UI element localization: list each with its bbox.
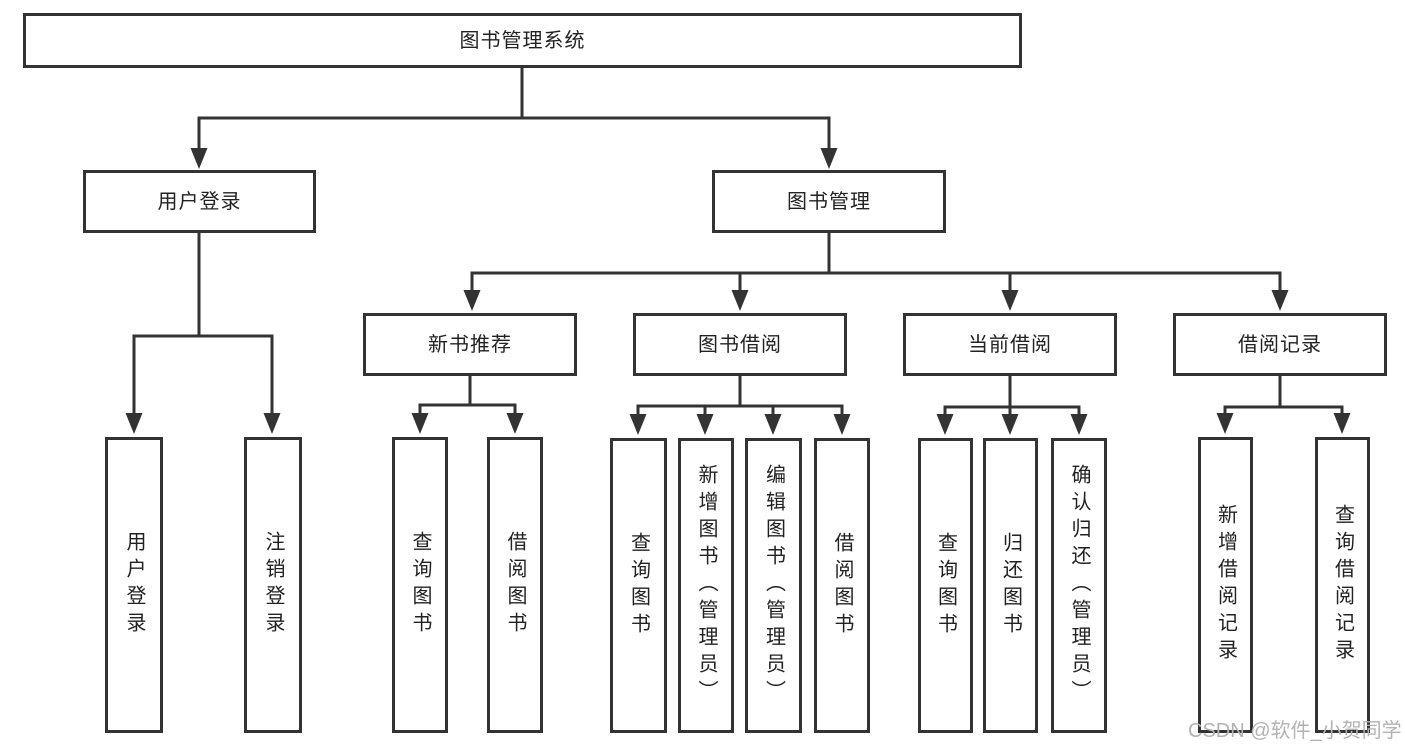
connector-book-borrow-branch <box>636 374 844 420</box>
leaf-cb-confirm-return-admin: 确认归还（管理员） <box>1051 438 1107 733</box>
arrowhead <box>1216 413 1234 434</box>
leaf-logout: 注销登录 <box>244 437 302 733</box>
arrowhead <box>1271 290 1289 311</box>
arrowhead <box>833 414 851 435</box>
arrowhead <box>190 148 208 169</box>
arrowhead <box>1001 290 1019 311</box>
node-new-book-recommend: 新书推荐 <box>363 313 577 376</box>
node-borrow-records: 借阅记录 <box>1173 313 1387 376</box>
connector-borrow-records-branch <box>1223 374 1344 419</box>
leaf-br-add-record: 新增借阅记录 <box>1198 437 1253 733</box>
leaf-user-login: 用户登录 <box>105 437 163 733</box>
node-book-borrow: 图书借阅 <box>633 313 847 376</box>
connector-root-to-level2 <box>197 66 831 154</box>
arrowhead <box>506 413 524 434</box>
node-current-borrow: 当前借阅 <box>903 313 1117 376</box>
leaf-bb-query-books: 查询图书 <box>610 438 667 733</box>
connector-book-mgmt-branch <box>470 231 1282 296</box>
arrowhead <box>125 413 143 434</box>
node-user-login: 用户登录 <box>83 170 316 233</box>
node-root: 图书管理系统 <box>23 13 1022 68</box>
arrowhead <box>1001 414 1019 435</box>
leaf-bb-borrow-books: 借阅图书 <box>814 438 870 733</box>
arrowhead <box>263 413 281 434</box>
leaf-bb-add-books-admin: 新增图书（管理员） <box>678 438 734 733</box>
arrowhead <box>629 414 647 435</box>
arrowhead <box>1333 413 1351 434</box>
connector-new-book-branch <box>418 374 517 419</box>
arrowhead <box>731 290 749 311</box>
leaf-nb-query-books: 查询图书 <box>392 437 448 733</box>
arrowhead <box>936 414 954 435</box>
arrowhead <box>696 414 714 435</box>
node-book-mgmt: 图书管理 <box>712 170 946 233</box>
connector-user-login-branch <box>132 231 274 419</box>
leaf-cb-query-books: 查询图书 <box>918 438 973 733</box>
leaf-br-query-record: 查询借阅记录 <box>1315 437 1370 733</box>
arrowheads <box>125 148 1351 435</box>
watermark-text: CSDN @软件_小贺同学 <box>1188 720 1402 742</box>
leaf-bb-edit-books-admin: 编辑图书（管理员） <box>745 438 802 733</box>
arrowhead <box>463 290 481 311</box>
leaf-nb-borrow-books: 借阅图书 <box>487 437 543 733</box>
connector-current-borrow-branch <box>943 374 1081 420</box>
arrowhead <box>411 413 429 434</box>
leaf-cb-return-books: 归还图书 <box>983 438 1038 733</box>
arrowhead <box>820 148 838 169</box>
arrowhead <box>764 414 782 435</box>
arrowhead <box>1070 414 1088 435</box>
